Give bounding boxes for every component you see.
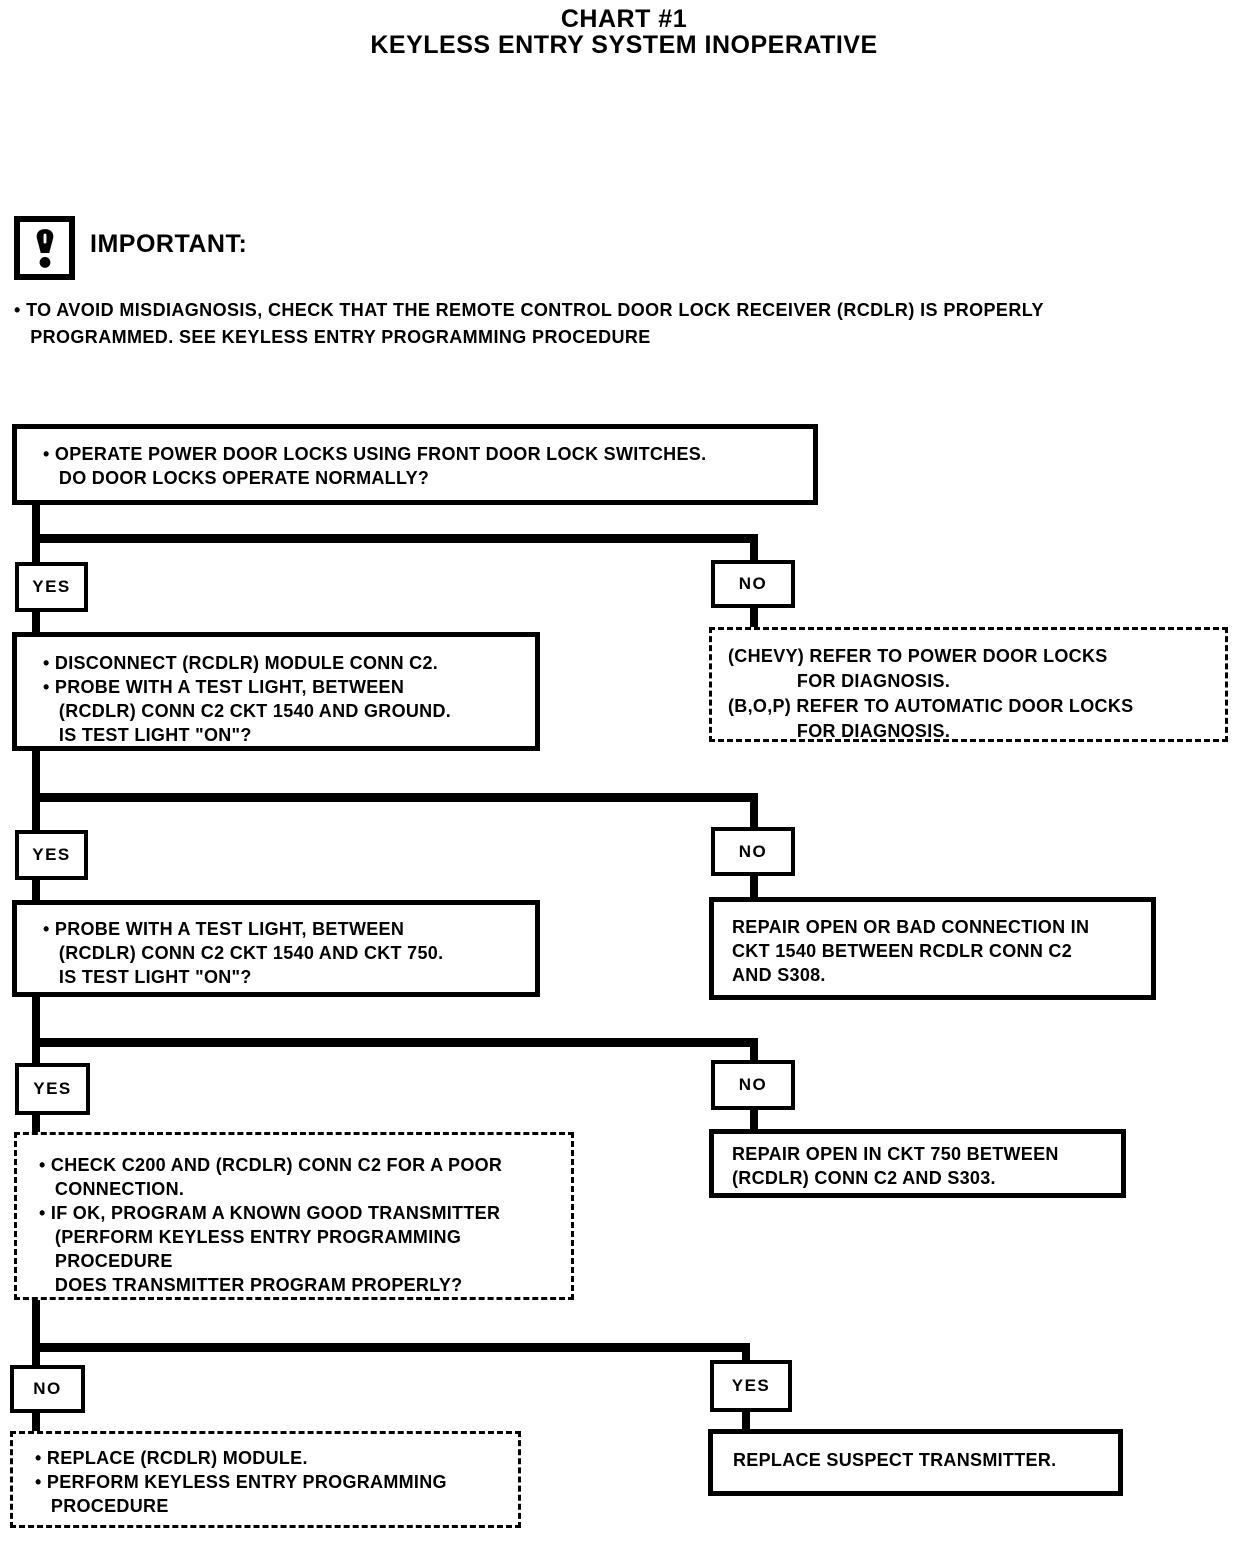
chart-title-line2: KEYLESS ENTRY SYSTEM INOPERATIVE	[370, 31, 878, 59]
connector-line	[32, 1113, 40, 1135]
connector-line	[32, 749, 40, 832]
connector-line	[742, 1410, 750, 1432]
chart-title-line1: CHART #1	[560, 5, 688, 33]
connector-line	[750, 793, 758, 829]
exclamation-icon	[36, 229, 53, 268]
decision-yes-3: YES	[15, 1063, 90, 1115]
result-box-replace-rcdlr: • REPLACE (RCDLR) MODULE. • PERFORM KEYL…	[10, 1431, 521, 1528]
step-text: • PROBE WITH A TEST LIGHT, BETWEEN (RCDL…	[43, 919, 444, 987]
connector-line	[32, 1343, 750, 1352]
connector-line	[32, 503, 40, 563]
decision-no-2: NO	[711, 827, 795, 876]
important-icon-box	[14, 216, 75, 280]
step-text: • CHECK C200 AND (RCDLR) CONN C2 FOR A P…	[39, 1155, 503, 1295]
result-box-chevy-refer: (CHEVY) REFER TO POWER DOOR LOCKS FOR DI…	[709, 627, 1228, 742]
connector-line	[750, 1106, 758, 1132]
decision-yes-2: YES	[15, 830, 88, 880]
connector-line	[32, 995, 40, 1065]
connector-line	[742, 1343, 750, 1362]
connector-line	[32, 1411, 40, 1434]
connector-line	[32, 793, 758, 802]
result-text: • REPLACE (RCDLR) MODULE. • PERFORM KEYL…	[35, 1448, 447, 1516]
result-box-repair-ckt1540: REPAIR OPEN OR BAD CONNECTION IN CKT 154…	[709, 897, 1156, 1000]
step-box-probe-ckt750: • PROBE WITH A TEST LIGHT, BETWEEN (RCDL…	[12, 900, 540, 997]
connector-line	[32, 610, 40, 634]
result-text: REPAIR OPEN OR BAD CONNECTION IN CKT 154…	[732, 917, 1090, 985]
connector-line	[32, 1038, 758, 1047]
step-text: • DISCONNECT (RCDLR) MODULE CONN C2. • P…	[43, 653, 452, 745]
decision-no-1: NO	[711, 560, 795, 608]
connector-line	[32, 878, 40, 902]
result-box-replace-transmitter: REPLACE SUSPECT TRANSMITTER.	[708, 1429, 1123, 1496]
step-box-operate-door-locks: • OPERATE POWER DOOR LOCKS USING FRONT D…	[12, 424, 818, 505]
important-note: • TO AVOID MISDIAGNOSIS, CHECK THAT THE …	[14, 300, 1044, 347]
important-label: IMPORTANT:	[90, 230, 248, 258]
connector-line	[750, 606, 758, 630]
result-text: REPAIR OPEN IN CKT 750 BETWEEN (RCDLR) C…	[732, 1144, 1059, 1188]
decision-yes-4: YES	[710, 1360, 792, 1412]
decision-no-3: NO	[711, 1060, 795, 1110]
step-text: • OPERATE POWER DOOR LOCKS USING FRONT D…	[43, 444, 707, 488]
connector-line	[32, 534, 758, 543]
result-text: REPLACE SUSPECT TRANSMITTER.	[733, 1450, 1057, 1470]
step-box-check-c200-program: • CHECK C200 AND (RCDLR) CONN C2 FOR A P…	[14, 1132, 574, 1300]
decision-no-4: NO	[10, 1365, 85, 1413]
result-box-repair-ckt750: REPAIR OPEN IN CKT 750 BETWEEN (RCDLR) C…	[709, 1129, 1126, 1198]
connector-line	[32, 1298, 40, 1367]
connector-line	[750, 1038, 758, 1064]
step-box-disconnect-probe-ground: • DISCONNECT (RCDLR) MODULE CONN C2. • P…	[12, 632, 540, 751]
connector-line	[750, 874, 758, 900]
connector-line	[750, 534, 758, 562]
decision-yes-1: YES	[15, 562, 88, 612]
result-text: (CHEVY) REFER TO POWER DOOR LOCKS FOR DI…	[728, 646, 1134, 741]
